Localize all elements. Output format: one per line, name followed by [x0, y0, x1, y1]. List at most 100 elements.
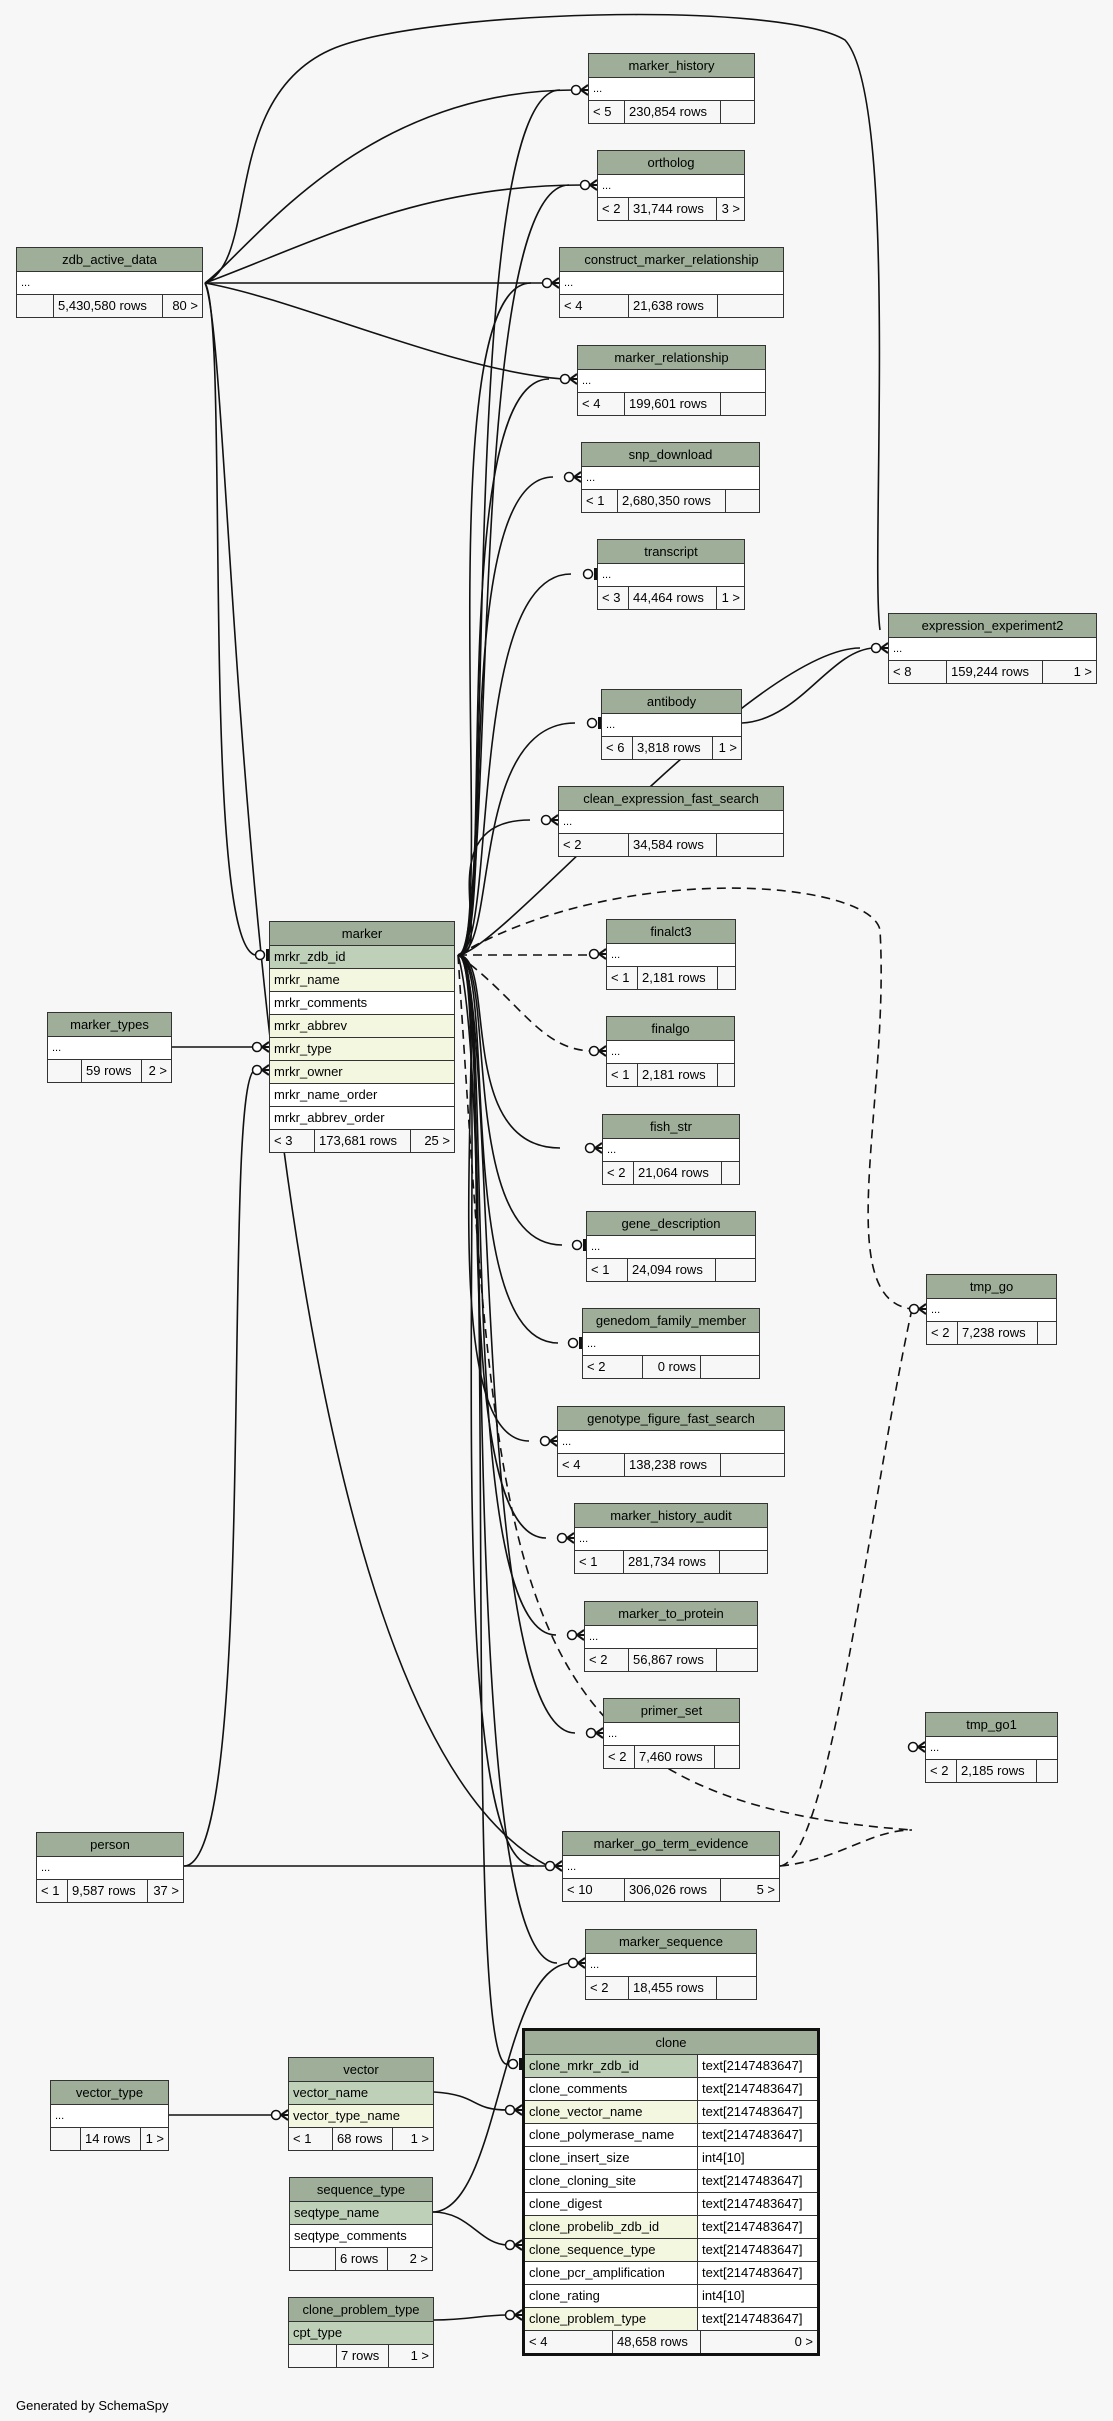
column-row[interactable]: mrkr_owner: [270, 1061, 454, 1084]
parents-count[interactable]: < 4: [578, 393, 625, 415]
parents-count[interactable]: < 10: [563, 1879, 625, 1901]
children-count[interactable]: [718, 967, 735, 989]
parents-count[interactable]: < 4: [558, 1454, 625, 1476]
table-title[interactable]: vector_type: [51, 2081, 168, 2105]
parents-count[interactable]: < 1: [289, 2128, 333, 2150]
children-count[interactable]: [718, 1064, 734, 1086]
column-row[interactable]: mrkr_name: [270, 969, 454, 992]
table-title[interactable]: construct_marker_relationship: [560, 248, 783, 272]
parents-count[interactable]: [289, 2345, 337, 2367]
parents-count[interactable]: < 2: [926, 1760, 957, 1782]
table-title[interactable]: clone: [525, 2031, 817, 2055]
parents-count[interactable]: < 1: [587, 1259, 628, 1281]
table-title[interactable]: gene_description: [587, 1212, 755, 1236]
parents-count[interactable]: < 8: [889, 661, 947, 683]
table-title[interactable]: transcript: [598, 540, 744, 564]
parents-count[interactable]: < 2: [559, 834, 629, 856]
parents-count[interactable]: < 4: [525, 2331, 613, 2353]
children-count[interactable]: 1 >: [410, 2131, 429, 2146]
parents-count[interactable]: < 6: [602, 737, 633, 759]
column-row[interactable]: vector_name: [289, 2082, 433, 2105]
table-title[interactable]: marker_sequence: [586, 1930, 756, 1954]
column-row[interactable]: cpt_type: [289, 2322, 433, 2345]
column-row[interactable]: mrkr_zdb_id: [270, 946, 454, 969]
parents-count[interactable]: < 1: [582, 490, 618, 512]
children-count[interactable]: 25 >: [424, 1133, 450, 1148]
column-row[interactable]: seqtype_name: [290, 2202, 432, 2225]
children-count[interactable]: 1 >: [718, 740, 737, 755]
column-row[interactable]: vector_type_name: [289, 2105, 433, 2128]
table-title[interactable]: sequence_type: [290, 2178, 432, 2202]
table-title[interactable]: vector: [289, 2058, 433, 2082]
children-count[interactable]: 80 >: [172, 298, 198, 313]
parents-count[interactable]: [17, 295, 54, 317]
parents-count[interactable]: < 2: [598, 198, 629, 220]
parents-count[interactable]: [51, 2128, 81, 2150]
children-count[interactable]: 1 >: [145, 2131, 164, 2146]
table-title[interactable]: marker_history_audit: [575, 1504, 767, 1528]
children-count[interactable]: 37 >: [153, 1883, 179, 1898]
parents-count[interactable]: [48, 1060, 82, 1082]
table-title[interactable]: marker_go_term_evidence: [563, 1832, 779, 1856]
children-count[interactable]: 0 >: [794, 2334, 813, 2349]
parents-count[interactable]: < 2: [927, 1322, 958, 1344]
parents-count[interactable]: < 2: [604, 1746, 635, 1768]
children-count[interactable]: [726, 490, 759, 512]
children-count[interactable]: 1 >: [721, 590, 740, 605]
table-sequence-type[interactable]: sequence_type seqtype_name seqtype_comme…: [289, 2177, 433, 2271]
parents-count[interactable]: < 5: [589, 101, 625, 123]
children-count[interactable]: [721, 101, 754, 123]
table-title[interactable]: tmp_go1: [926, 1713, 1057, 1737]
children-count[interactable]: [701, 1356, 759, 1378]
table-title[interactable]: finalct3: [607, 920, 735, 944]
column-row[interactable]: mrkr_abbrev: [270, 1015, 454, 1038]
table-title[interactable]: snp_download: [582, 443, 759, 467]
table-title[interactable]: marker_history: [589, 54, 754, 78]
column-row[interactable]: mrkr_abbrev_order: [270, 1107, 454, 1130]
table-title[interactable]: marker_relationship: [578, 346, 765, 370]
children-count[interactable]: 2 >: [148, 1063, 167, 1078]
column-row[interactable]: mrkr_name_order: [270, 1084, 454, 1107]
parents-count[interactable]: < 1: [37, 1880, 68, 1902]
parents-count[interactable]: < 1: [607, 1064, 638, 1086]
table-title[interactable]: clean_expression_fast_search: [559, 787, 783, 811]
children-count[interactable]: 1 >: [410, 2348, 429, 2363]
children-count[interactable]: [720, 1551, 767, 1573]
table-title[interactable]: person: [37, 1833, 183, 1857]
children-count[interactable]: 5 >: [756, 1882, 775, 1897]
children-count[interactable]: 1 >: [1073, 664, 1092, 679]
parents-count[interactable]: < 3: [598, 587, 629, 609]
column-row[interactable]: seqtype_comments: [290, 2225, 432, 2248]
